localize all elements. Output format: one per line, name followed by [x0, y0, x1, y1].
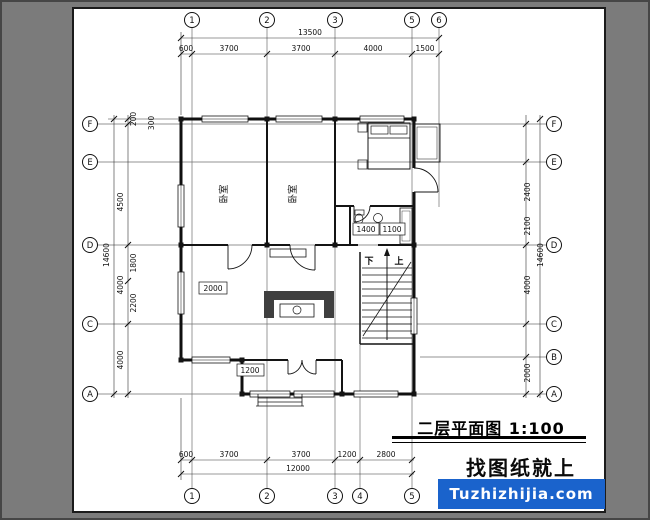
nightstand [357, 122, 368, 133]
axis-bottom-1: 1 [189, 492, 194, 502]
watermark-site-badge: Tuzhizhijia.com [438, 479, 605, 509]
dim-right-3: 2000 [523, 363, 532, 382]
axis-top-3: 3 [332, 16, 337, 26]
dim-right-2: 4000 [523, 275, 532, 294]
exterior-walls [179, 117, 416, 396]
stair-up-label: 上 [394, 255, 403, 267]
stair-direction-arrow [384, 248, 390, 256]
coffee-table [279, 303, 315, 318]
dim-callout-1100: 1100 [382, 225, 401, 234]
dim-left-2: 1800 [129, 253, 138, 272]
dimension-callouts: 2000 1400 1100 1200 [198, 222, 406, 377]
dim-left-1: 4500 [116, 192, 125, 211]
drawing-title: 二层平面图 1:100 [417, 419, 565, 438]
paper-sheet [72, 7, 606, 513]
axis-top-1: 1 [189, 16, 194, 26]
structural-columns [178, 116, 417, 397]
dim-top-1: 3700 [219, 44, 238, 53]
dim-callout-1200: 1200 [240, 366, 259, 375]
axis-top-6: 6 [436, 16, 441, 26]
bed [357, 122, 411, 170]
dim-left-4: 2200 [129, 293, 138, 312]
axis-top-2: 2 [264, 16, 269, 26]
dim-top-3: 4000 [363, 44, 382, 53]
axis-bottom-4: 4 [357, 492, 362, 502]
axis-left-A: A [87, 390, 93, 400]
dim-right-0: 2400 [523, 182, 532, 201]
axis-bottom-5: 5 [409, 492, 414, 502]
axis-left-D: D [87, 241, 94, 251]
tv-cabinet [269, 248, 307, 258]
stair-down-label: 下 [364, 256, 373, 267]
dim-bottom-4: 2800 [376, 450, 395, 459]
axis-left-C: C [87, 320, 93, 330]
sofa-set [264, 248, 334, 318]
dim-bottom-0: 600 [179, 450, 194, 459]
dim-left-5: 4000 [116, 350, 125, 369]
axis-right-A: A [551, 390, 557, 400]
dim-top-total: 13500 [298, 28, 322, 37]
dim-bottom-3: 1200 [337, 450, 356, 459]
entry-steps [256, 394, 304, 407]
title-underline-thin [392, 442, 586, 443]
dim-bottom-1: 3700 [219, 450, 238, 459]
room-label-bedroom-2: 卧室 [287, 184, 299, 203]
dim-callout-2000: 2000 [203, 284, 222, 293]
dim-bottom-total: 12000 [286, 464, 310, 473]
axis-bottom-3: 3 [332, 492, 337, 502]
nightstand [357, 159, 368, 170]
dim-left-0: 200 [129, 112, 138, 127]
dimension-lines [108, 32, 541, 480]
dim-callout-1400: 1400 [356, 225, 375, 234]
axis-right-D: D [551, 241, 558, 251]
doors [227, 167, 439, 375]
dim-bottom-2: 3700 [291, 450, 310, 459]
dim-right-total: 14600 [536, 243, 545, 267]
dimension-ticks [110, 34, 544, 478]
windows [177, 115, 418, 398]
axis-right-E: E [551, 158, 556, 168]
dim-right-1: 2100 [523, 216, 532, 235]
axis-left-E: E [87, 158, 92, 168]
watermark-slogan: 找图纸就上 [466, 456, 576, 480]
room-label-bedroom-1: 卧室 [218, 184, 230, 203]
dim-top-4: 1500 [415, 44, 434, 53]
staircase [359, 248, 414, 345]
axis-bottom-2: 2 [264, 492, 269, 502]
axis-left-F: F [88, 120, 93, 130]
axis-right-C: C [551, 320, 557, 330]
dim-top-2: 3700 [291, 44, 310, 53]
axis-top-5: 5 [409, 16, 414, 26]
dim-callout-300: 300 [147, 116, 156, 131]
axis-right-F: F [552, 120, 557, 130]
axis-bubbles: 1 2 3 5 6 1 2 3 4 5 F E D C A F E D C B … [82, 12, 562, 504]
dim-top-0: 600 [179, 44, 194, 53]
dim-left-total: 14600 [102, 243, 111, 267]
axis-right-B: B [551, 353, 557, 363]
dim-left-3: 4000 [116, 275, 125, 294]
balcony-railing [413, 123, 441, 163]
title-underline-thick [392, 436, 586, 439]
interior-walls [181, 119, 414, 394]
dimension-texts: 13500 600 3700 3700 4000 1500 600 3700 3… [102, 28, 545, 473]
